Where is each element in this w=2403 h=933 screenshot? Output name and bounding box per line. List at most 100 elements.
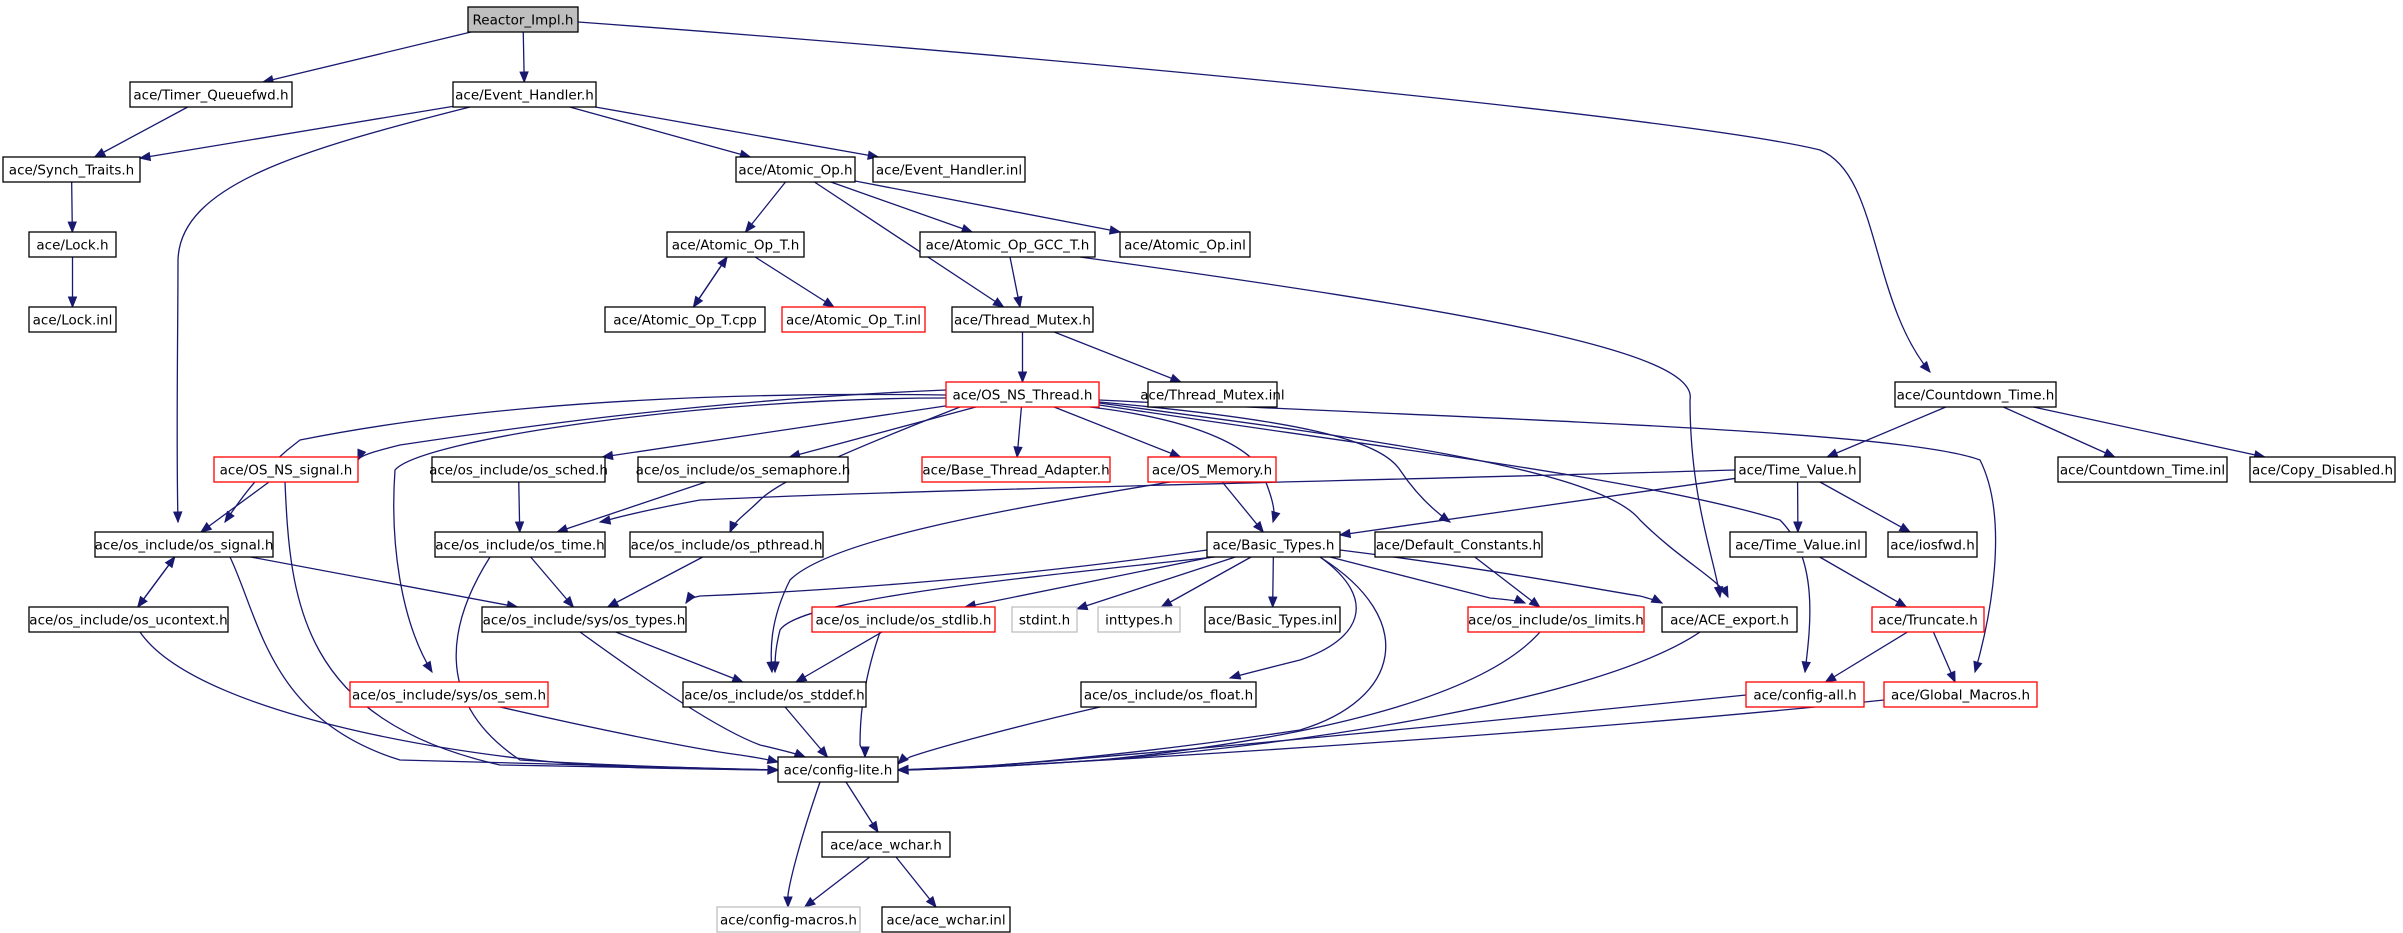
edge-basic_types-to-os_types (685, 549, 1208, 605)
node-event-handler[interactable]: ace/Event_Handler.h (452, 81, 597, 108)
edge-line (754, 256, 835, 308)
edge-arrowhead (1824, 672, 1837, 683)
edge-arrowhead (598, 515, 612, 525)
node-default-constants[interactable]: ace/Default_Constants.h (1374, 531, 1543, 558)
node-timer-queuefwd[interactable]: ace/Timer_Queuefwd.h (129, 81, 293, 108)
node-box (467, 6, 579, 33)
node-os-memory[interactable]: ace/OS_Memory.h (1147, 456, 1277, 483)
edge-os_stdlib-to-os_stddef (794, 631, 883, 683)
edge-line (784, 706, 828, 758)
node-box (1206, 531, 1341, 558)
node-countdown-time[interactable]: ace/Countdown_Time.h (1894, 381, 2057, 408)
node-box (666, 231, 805, 258)
edge-line (897, 699, 1885, 771)
edge-line (789, 406, 977, 458)
edge-countdown_time-to-countdown_time_inl (2003, 406, 2116, 458)
node-countdown-time-inl[interactable]: ace/Countdown_Time.inl (2057, 456, 2228, 483)
edge-arrowhead (1894, 597, 1908, 608)
edge-line (2003, 406, 2115, 458)
node-os-stdlib[interactable]: ace/os_include/os_stdlib.h (811, 606, 996, 633)
edge-arrowhead (1017, 371, 1028, 384)
node-synch-traits[interactable]: ace/Synch_Traits.h (2, 156, 141, 183)
edge-line (854, 180, 1121, 233)
node-os-types[interactable]: ace/os_include/sys/os_types.h (481, 606, 687, 633)
edge-line (770, 481, 1171, 673)
edge-countdown_time-to-copy_disabled (2033, 406, 2266, 460)
node-box (682, 681, 867, 708)
node-atomic-op-t-cpp[interactable]: ace/Atomic_Op_T.cpp (604, 306, 766, 333)
edge-line (94, 106, 189, 158)
node-os-sched[interactable]: ace/os_include/os_sched.h (429, 456, 608, 483)
node-box (28, 606, 229, 633)
node-truncate[interactable]: ace/Truncate.h (1871, 606, 1985, 633)
node-ace-wchar-inl[interactable]: ace/ace_wchar.inl (881, 906, 1011, 933)
edge-arrowhead (514, 521, 525, 534)
node-time-value[interactable]: ace/Time_Value.h (1734, 456, 1861, 483)
node-os-pthread[interactable]: ace/os_include/os_pthread.h (629, 531, 824, 558)
node-os-signal[interactable]: ace/os_include/os_signal.h (94, 531, 274, 558)
node-os-float[interactable]: ace/os_include/os_float.h (1080, 681, 1257, 708)
edge-line (897, 694, 1747, 771)
node-os-limits[interactable]: ace/os_include/os_limits.h (1467, 606, 1645, 633)
node-ace-export[interactable]: ace/ACE_export.h (1661, 606, 1798, 633)
node-lock-h[interactable]: ace/Lock.h (28, 231, 117, 258)
node-box (1147, 456, 1277, 483)
node-ace-wchar[interactable]: ace/ace_wchar.h (821, 831, 951, 858)
node-event-handler-inl[interactable]: ace/Event_Handler.inl (872, 156, 1026, 183)
node-label: ace/os_include/os_time.h (435, 538, 604, 554)
node-global-macros[interactable]: ace/Global_Macros.h (1883, 681, 2038, 708)
node-base-thread-adapter[interactable]: ace/Base_Thread_Adapter.h (921, 456, 1111, 483)
node-basic-types-inl[interactable]: ace/Basic_Types.inl (1204, 606, 1341, 633)
edge-time_value-to-iosfwd (1819, 481, 1912, 533)
node-reactor-impl[interactable]: Reactor_Impl.h (467, 6, 579, 33)
edge-lock_h-to-lock_inl (67, 257, 78, 309)
edge-arrowhead (896, 764, 909, 775)
node-os-semaphore[interactable]: ace/os_include/os_semaphore.h (636, 456, 851, 483)
edge-arrowhead (1168, 448, 1182, 458)
edge-synch_traits-to-lock_h (67, 181, 77, 234)
node-basic-types[interactable]: ace/Basic_Types.h (1206, 531, 1341, 558)
edge-config_lite-to-config_macros (783, 781, 821, 909)
edge-line (1819, 481, 1911, 533)
node-copy-disabled[interactable]: ace/Copy_Disabled.h (2249, 456, 2396, 483)
node-label: ace/ace_wchar.inl (886, 913, 1005, 929)
node-os-sem[interactable]: ace/os_include/sys/os_sem.h (349, 681, 549, 708)
node-atomic-op[interactable]: ace/Atomic_Op.h (735, 156, 856, 183)
edge-atomic_op-to-thread_mutex (814, 181, 1005, 308)
node-config-lite[interactable]: ace/config-lite.h (777, 756, 899, 783)
node-os-ucontext[interactable]: ace/os_include/os_ucontext.h (28, 606, 229, 633)
node-thread-mutex[interactable]: ace/Thread_Mutex.h (951, 306, 1094, 333)
node-lock-inl[interactable]: ace/Lock.inl (28, 306, 117, 333)
edge-arrowhead (767, 765, 780, 775)
node-config-all[interactable]: ace/config-all.h (1745, 681, 1865, 708)
node-label: ace/config-macros.h (720, 913, 857, 929)
node-inttypes: inttypes.h (1097, 606, 1181, 633)
node-os-ns-signal[interactable]: ace/OS_NS_signal.h (213, 456, 359, 483)
node-atomic-op-inl[interactable]: ace/Atomic_Op.inl (1119, 231, 1251, 258)
edge-arrowhead (960, 224, 974, 233)
edge-arrowhead (1919, 360, 1931, 374)
node-label: ace/os_include/os_float.h (1084, 688, 1253, 704)
edge-arrowhead (1801, 661, 1811, 674)
node-box (1883, 681, 2038, 708)
node-atomic-op-t[interactable]: ace/Atomic_Op_T.h (666, 231, 805, 258)
node-os-time[interactable]: ace/os_include/os_time.h (434, 531, 606, 558)
node-atomic-op-t-inl[interactable]: ace/Atomic_Op_T.inl (781, 306, 926, 333)
node-atomic-op-gcc-t[interactable]: ace/Atomic_Op_GCC_T.h (919, 231, 1096, 258)
edge-line (569, 106, 751, 158)
node-box (349, 681, 549, 708)
node-os-stddef[interactable]: ace/os_include/os_stddef.h (682, 681, 867, 708)
edge-countdown_time-to-time_value (1825, 406, 1947, 458)
node-iosfwd[interactable]: ace/iosfwd.h (1887, 531, 1978, 558)
edge-arrowhead (925, 895, 937, 909)
edge-arrowhead (1228, 670, 1242, 680)
node-time-value-inl[interactable]: ace/Time_Value.inl (1729, 531, 1867, 558)
node-os-ns-thread[interactable]: ace/OS_NS_Thread.h (945, 381, 1100, 408)
node-box (921, 456, 1111, 483)
edge-line (787, 781, 821, 907)
node-thread-mutex-inl[interactable]: ace/Thread_Mutex.inl (1140, 381, 1285, 408)
node-label: ace/iosfwd.h (1890, 538, 1975, 554)
edge-thread_mutex-to-os_ns_thread (1017, 332, 1028, 384)
node-label: ace/Thread_Mutex.h (954, 313, 1091, 329)
node-label: ace/ace_wchar.h (830, 838, 942, 854)
